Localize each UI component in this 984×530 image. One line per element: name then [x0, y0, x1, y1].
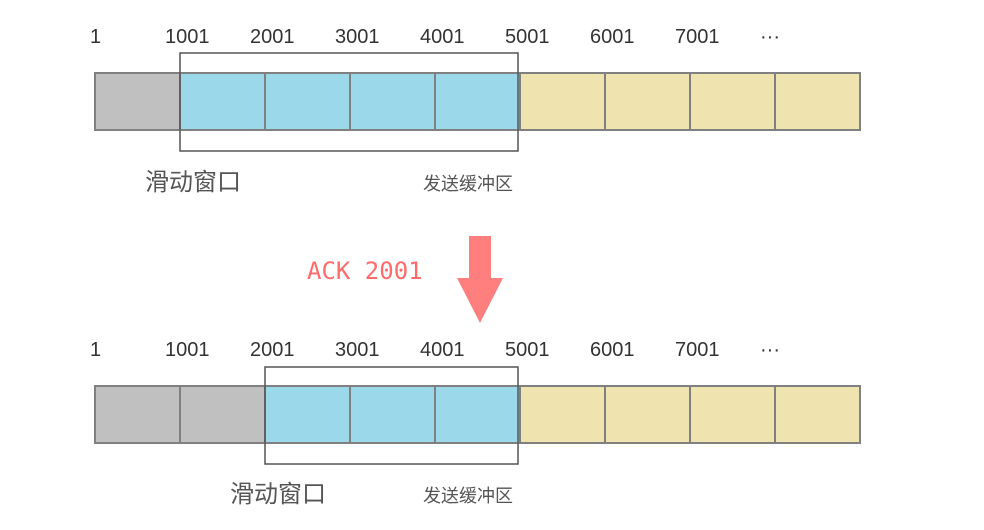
sequence-label: 5001 [505, 26, 550, 48]
top-sliding-window-outline [179, 52, 519, 152]
sequence-label: 2001 [250, 26, 295, 48]
sequence-label: 1 [90, 26, 101, 48]
buffer-cell-acked [94, 72, 181, 131]
bottom-sequence-labels: 1 1001 2001 3001 4001 5001 6001 7001 ··· [90, 339, 780, 361]
top-buffer-label: 发送缓冲区 [423, 174, 513, 195]
buffer-cell-acked [179, 385, 266, 444]
bottom-buffer-cells [94, 385, 861, 444]
buffer-cell-buffer [689, 72, 776, 131]
sequence-label: 1001 [165, 26, 210, 48]
sequence-label: 3001 [335, 339, 380, 361]
buffer-cell-window [434, 385, 521, 444]
sequence-label: 7001 [675, 26, 720, 48]
top-sequence-labels: 1 1001 2001 3001 4001 5001 6001 7001 ··· [90, 26, 780, 48]
buffer-cell-window [349, 72, 436, 131]
sequence-label: 2001 [250, 339, 295, 361]
buffer-cell-buffer [774, 72, 861, 131]
buffer-cell-buffer [774, 385, 861, 444]
ack-transition: ACK 2001 [307, 236, 503, 323]
buffer-cell-window [264, 385, 351, 444]
bottom-buffer-diagram: 1 1001 2001 3001 4001 5001 6001 7001 ··· 滑动窗口 发送… [90, 339, 861, 508]
sequence-label: 4001 [420, 339, 465, 361]
bottom-buffer-label: 发送缓冲区 [423, 486, 513, 507]
buffer-cell-window [434, 72, 521, 131]
buffer-cell-buffer [604, 72, 691, 131]
buffer-cell-buffer [519, 385, 606, 444]
buffer-cell-window [264, 72, 351, 131]
down-arrow-icon [457, 236, 503, 323]
top-buffer-cells [94, 72, 861, 131]
sequence-label: 5001 [505, 339, 550, 361]
sequence-label: 6001 [590, 339, 635, 361]
sequence-label: ··· [760, 339, 780, 361]
buffer-cell-window [349, 385, 436, 444]
buffer-cell-acked [94, 385, 181, 444]
top-buffer-diagram: 1 1001 2001 3001 4001 5001 6001 7001 ··· 滑动窗口 发送… [90, 26, 861, 196]
sequence-label: 6001 [590, 26, 635, 48]
bottom-sliding-window-outline [264, 366, 519, 465]
sequence-label: 1 [90, 339, 101, 361]
sequence-label: 4001 [420, 26, 465, 48]
buffer-cell-buffer [689, 385, 776, 444]
top-window-label: 滑动窗口 [145, 168, 241, 196]
sequence-label: ··· [760, 26, 780, 48]
sequence-label: 7001 [675, 339, 720, 361]
buffer-cell-window [179, 72, 266, 131]
ack-label: ACK 2001 [307, 257, 423, 285]
buffer-cell-buffer [604, 385, 691, 444]
sequence-label: 3001 [335, 26, 380, 48]
buffer-cell-buffer [519, 72, 606, 131]
sequence-label: 1001 [165, 339, 210, 361]
bottom-window-label: 滑动窗口 [230, 480, 326, 508]
